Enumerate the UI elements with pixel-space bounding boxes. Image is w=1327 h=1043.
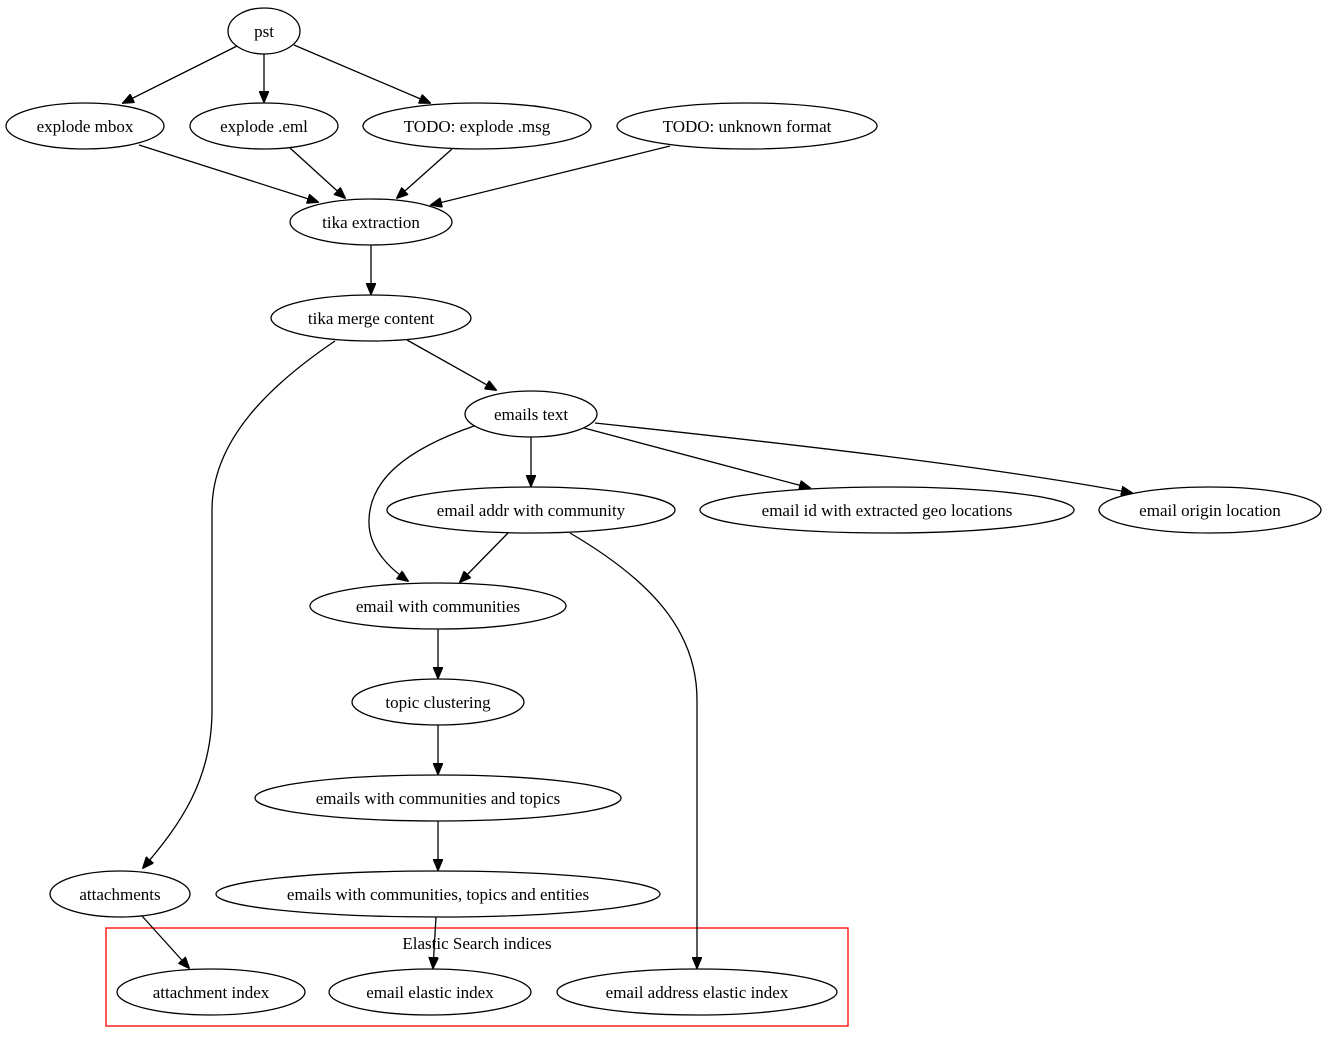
edge-emails-text-email-origin <box>594 422 1132 493</box>
node-label: attachment index <box>153 983 270 1002</box>
node-todo-unknown-format: TODO: unknown format <box>616 102 878 150</box>
node-label: email addr with community <box>437 501 626 520</box>
node-label: explode mbox <box>37 117 134 136</box>
nodes: pst explode mbox explode .eml TODO: expl… <box>5 7 1322 1016</box>
node-tika-merge-content: tika merge content <box>270 294 472 342</box>
node-topic-clustering: topic clustering <box>351 678 525 726</box>
node-label: email id with extracted geo locations <box>762 501 1013 520</box>
node-label: explode .eml <box>220 117 308 136</box>
node-emails-text: emails text <box>464 390 598 438</box>
elastic-search-cluster: Elastic Search indices <box>105 927 849 1027</box>
node-emails-communities-topics-entities: emails with communities, topics and enti… <box>215 870 661 918</box>
node-label: emails with communities and topics <box>316 789 561 808</box>
edge-explode-eml-tika-extraction <box>289 147 345 198</box>
node-label: pst <box>254 22 274 41</box>
node-label: topic clustering <box>385 693 491 712</box>
node-email-origin-location: email origin location <box>1098 486 1322 534</box>
edge-email-addr-community-email-communities <box>460 532 509 582</box>
edge-emails-text-email-communities <box>368 425 475 581</box>
edge-attachments-attachment-index <box>141 915 189 968</box>
node-label: email origin location <box>1139 501 1281 520</box>
node-tika-extraction: tika extraction <box>289 198 453 246</box>
edge-pst-todo-msg <box>293 44 430 103</box>
node-email-addr-with-community: email addr with community <box>386 486 676 534</box>
edge-todo-unknown-tika-extraction <box>431 145 671 205</box>
node-label: attachments <box>79 885 160 904</box>
node-attachments: attachments <box>49 870 191 918</box>
edge-tika-merge-emails-text <box>406 339 496 390</box>
node-label: email address elastic index <box>606 983 789 1002</box>
node-todo-explode-msg: TODO: explode .msg <box>362 102 592 150</box>
node-pst: pst <box>227 7 301 55</box>
node-explode-eml: explode .eml <box>189 102 339 150</box>
edge-emails-text-email-geo <box>583 427 810 488</box>
node-explode-mbox: explode mbox <box>5 102 165 150</box>
edge-explode-mbox-tika-extraction <box>138 144 318 202</box>
node-label: emails text <box>494 405 568 424</box>
cluster-border <box>105 927 849 1027</box>
edges <box>123 44 1132 968</box>
edge-tika-merge-attachments <box>143 340 336 868</box>
edge-todo-msg-tika-extraction <box>397 148 453 198</box>
cluster-label: Elastic Search indices <box>402 934 551 953</box>
edge-email-addr-community-email-address-index <box>569 532 697 968</box>
node-email-elastic-index: email elastic index <box>328 968 532 1016</box>
node-label: TODO: unknown format <box>663 117 832 136</box>
node-email-address-elastic-index: email address elastic index <box>556 968 838 1016</box>
edge-pst-explode-mbox <box>123 45 238 103</box>
node-label: tika extraction <box>322 213 420 232</box>
node-label: tika merge content <box>308 309 434 328</box>
node-label: email elastic index <box>366 983 494 1002</box>
node-attachment-index: attachment index <box>116 968 306 1016</box>
node-label: email with communities <box>356 597 520 616</box>
edge-emails-comm-topics-entities-email-elastic-index <box>433 916 436 968</box>
node-label: TODO: explode .msg <box>404 117 551 136</box>
node-emails-communities-topics: emails with communities and topics <box>254 774 622 822</box>
node-email-id-geo-locations: email id with extracted geo locations <box>699 486 1075 534</box>
node-label: emails with communities, topics and enti… <box>287 885 589 904</box>
node-email-with-communities: email with communities <box>309 582 567 630</box>
